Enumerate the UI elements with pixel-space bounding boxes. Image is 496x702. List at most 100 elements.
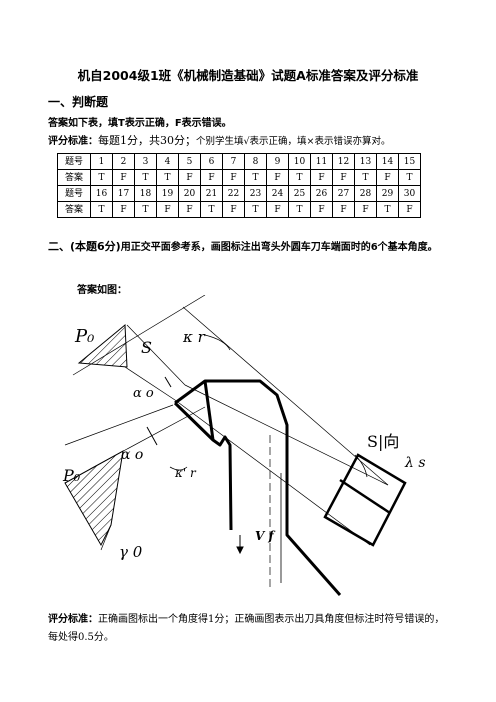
turning-tool-diagram: P₀ S κ r α o α o κ' r P₀ γ 0 S|向 λ s V f xyxy=(62,295,426,596)
criteria-note: 个别学生填√表示正确，填×表示错误亦算对。 xyxy=(196,136,391,147)
table-cell: 14 xyxy=(376,153,399,170)
table-cell: T xyxy=(90,169,113,186)
table-cell: 1 xyxy=(90,153,113,170)
label-p0-top: P₀ xyxy=(74,326,94,347)
table-row-label: 题号 xyxy=(57,185,91,202)
table-cell: 15 xyxy=(398,153,421,170)
table-cell: 21 xyxy=(200,185,223,202)
figure-labels: P₀ S κ r α o α o κ' r P₀ γ 0 S|向 λ s V f xyxy=(62,326,426,561)
table-cell: T xyxy=(288,169,311,186)
table-cell: T xyxy=(244,201,267,218)
table-cell: F xyxy=(222,169,245,186)
section1-instruction: 答案如下表，填T表示正确，F表示错误。 xyxy=(48,118,232,129)
criteria-points: 每题1分，共30分； xyxy=(98,134,196,147)
table-cell: 28 xyxy=(354,185,377,202)
table-cell: 6 xyxy=(200,153,223,170)
table-cell: 29 xyxy=(376,185,399,202)
table-cell: F xyxy=(156,201,179,218)
upper-section-wedge xyxy=(77,323,128,368)
table-cell: T xyxy=(244,169,267,186)
footer-text: 正确画图标出一个角度得1分；正确画图表示出刀具角度但标注时符号错误的，每处得0.… xyxy=(48,614,445,643)
table-cell: 30 xyxy=(398,185,421,202)
table-cell: 23 xyxy=(244,185,267,202)
answer-label: 答案如图： xyxy=(77,285,127,296)
table-cell: F xyxy=(266,201,289,218)
footer-criteria: 评分标准：正确画图标出一个角度得1分；正确画图表示出刀具角度但标注时符号错误的，… xyxy=(48,611,453,647)
table-cell: 8 xyxy=(244,153,267,170)
label-alpha-top: α o xyxy=(133,386,154,401)
table-cell: T xyxy=(90,201,113,218)
tool-outline xyxy=(173,379,342,596)
table-cell: F xyxy=(332,201,355,218)
table-cell: 16 xyxy=(90,185,113,202)
table-cell: 25 xyxy=(288,185,311,202)
table-cell: F xyxy=(310,201,333,218)
table-cell: F xyxy=(332,169,355,186)
table-cell: 19 xyxy=(156,185,179,202)
table-row-label: 答案 xyxy=(57,169,91,186)
table-cell: 11 xyxy=(310,153,333,170)
table-row-label: 题号 xyxy=(57,153,91,170)
table-cell: 4 xyxy=(156,153,179,170)
table-cell: T xyxy=(376,201,399,218)
label-gamma0: γ 0 xyxy=(119,543,143,561)
table-cell: F xyxy=(200,169,223,186)
section2-text: 用正交平面参考系，画图标注出弯头外圆车刀车端面时的6个基本角度。 xyxy=(120,242,438,253)
label-s-top: S xyxy=(141,338,152,357)
table-cell: F xyxy=(178,169,201,186)
table-cell: F xyxy=(112,201,135,218)
label-lambda-s: λ s xyxy=(404,455,426,471)
section1-criteria: 评分标准：每题1分，共30分；个别学生填√表示正确，填×表示错误亦算对。 xyxy=(48,132,391,148)
table-cell: 26 xyxy=(310,185,333,202)
label-kappa-r: κ r xyxy=(182,328,206,346)
table-cell: F xyxy=(178,201,201,218)
table-cell: 12 xyxy=(332,153,355,170)
section2-question: 二、(本题6分)用正交平面参考系，画图标注出弯头外圆车刀车端面时的6个基本角度。 xyxy=(48,236,458,259)
table-cell: 17 xyxy=(112,185,135,202)
table-cell: T xyxy=(288,201,311,218)
table-cell: F xyxy=(310,169,333,186)
table-cell: F xyxy=(222,201,245,218)
table-row-label: 答案 xyxy=(57,201,91,218)
label-vf: V f xyxy=(255,529,275,543)
table-cell: T xyxy=(354,169,377,186)
label-alpha-side: α o xyxy=(121,447,143,463)
table-cell: 24 xyxy=(266,185,289,202)
table-cell: 10 xyxy=(288,153,311,170)
table-cell: F xyxy=(112,169,135,186)
table-cell: T xyxy=(156,169,179,186)
table-cell: 13 xyxy=(354,153,377,170)
table-cell: F xyxy=(376,169,399,186)
label-kappa-r-prime: κ' r xyxy=(174,466,197,480)
table-cell: T xyxy=(398,169,421,186)
table-cell: F xyxy=(398,201,421,218)
table-cell: F xyxy=(354,201,377,218)
reference-lines xyxy=(64,295,389,590)
table-cell: 20 xyxy=(178,185,201,202)
table-cell: 3 xyxy=(134,153,157,170)
table-cell: 18 xyxy=(134,185,157,202)
section1-heading: 一、判断题 xyxy=(48,95,109,109)
table-cell: 9 xyxy=(266,153,289,170)
section2-heading: 二、(本题6分) xyxy=(48,240,121,253)
label-s-direction: S|向 xyxy=(367,432,399,451)
table-cell: T xyxy=(134,169,157,186)
table-cell: 5 xyxy=(178,153,201,170)
label-p0-left: P₀ xyxy=(62,466,81,485)
kappa-r-prime-arc xyxy=(169,466,188,471)
dimension-arrows xyxy=(146,376,244,555)
kappa-r-arc xyxy=(204,334,231,351)
table-cell: 27 xyxy=(332,185,355,202)
table-cell: 7 xyxy=(222,153,245,170)
footer-label: 评分标准： xyxy=(48,614,98,625)
table-cell: F xyxy=(266,169,289,186)
table-cell: T xyxy=(200,201,223,218)
page-title: 机自2004级1班《机械制造基础》试题A标准答案及评分标准 xyxy=(77,68,419,83)
tool-cross-section xyxy=(323,453,407,547)
table-cell: T xyxy=(134,201,157,218)
